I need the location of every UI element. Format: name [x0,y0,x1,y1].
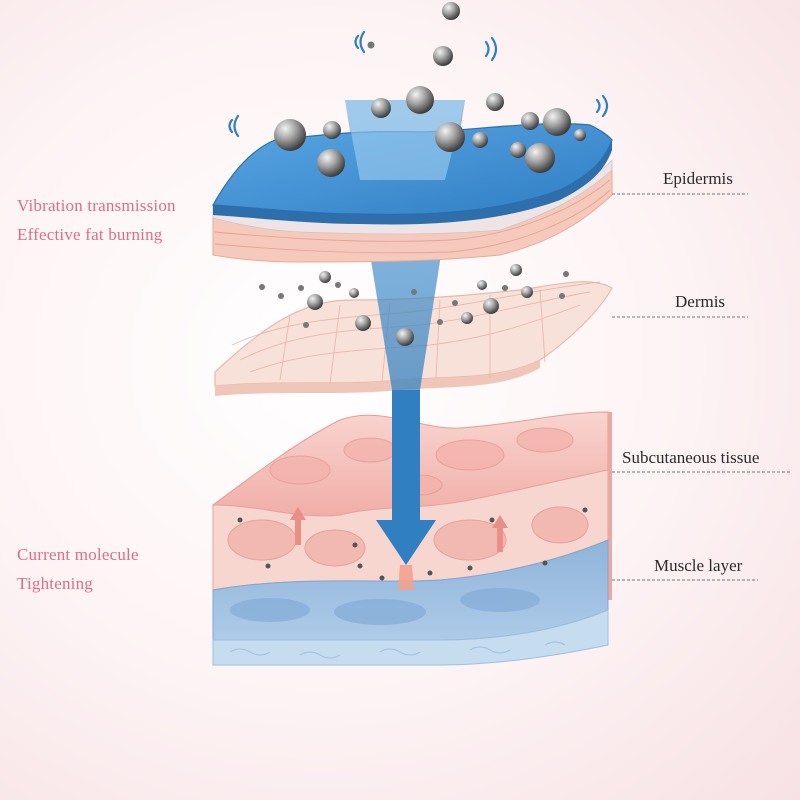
label-epidermis: Epidermis [663,169,733,189]
annotation-tightening: Tightening [17,574,93,594]
annotation-current-molecule: Current molecule [17,545,139,565]
label-muscle-layer: Muscle layer [654,556,742,576]
label-subcutaneous-tissue: Subcutaneous tissue [622,448,759,468]
annotation-vibration-transmission: Vibration transmission [17,196,176,216]
label-dermis: Dermis [675,292,725,312]
annotation-effective-fat-burning: Effective fat burning [17,225,163,245]
